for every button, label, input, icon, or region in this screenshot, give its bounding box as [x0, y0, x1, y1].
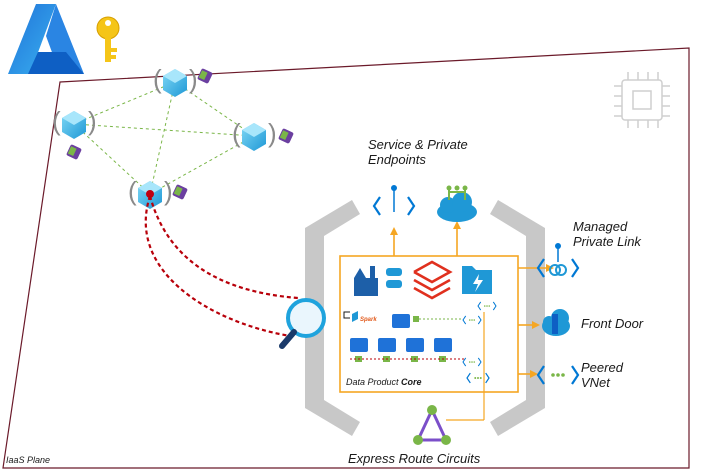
connector-lines	[393, 226, 548, 375]
spark-label: Spark	[360, 317, 377, 323]
front-door-icon	[542, 309, 570, 336]
private-endpoint-icon	[372, 185, 416, 217]
databricks-icon	[413, 260, 453, 300]
connector-arrowheads	[390, 221, 554, 378]
magnifier-icon	[279, 298, 326, 349]
function-folder-icon	[462, 266, 492, 294]
express-route-label: Express Route Circuits	[348, 451, 481, 466]
vnet-node-icon	[128, 176, 188, 209]
data-factory-icon	[354, 266, 378, 296]
private-link-icon	[536, 243, 580, 279]
peered-vnet-label: Peered VNet	[581, 360, 623, 390]
vnet-node-icon	[153, 64, 213, 97]
cloud-endpoint-icon	[437, 185, 477, 222]
spark-cluster	[343, 311, 466, 362]
iaas-plane-label: IaaS Plane	[6, 455, 51, 465]
key-icon	[96, 16, 120, 62]
chip-icon	[614, 72, 670, 128]
azure-logo-icon	[8, 4, 84, 74]
vnet-node-icon	[52, 106, 97, 160]
iaas-plane	[2, 47, 690, 469]
data-product-core-label: Data Product Core	[346, 377, 422, 387]
express-route-icon	[413, 405, 451, 445]
managed-private-link-label: Managed Private Link	[573, 219, 641, 249]
front-door-label: Front Door	[581, 316, 644, 331]
event-hub-icon	[386, 268, 402, 288]
vnet-node-icon	[232, 118, 294, 151]
service-endpoints-label: Service & Private Endpoints	[368, 137, 468, 167]
inspection-paths	[144, 195, 299, 338]
